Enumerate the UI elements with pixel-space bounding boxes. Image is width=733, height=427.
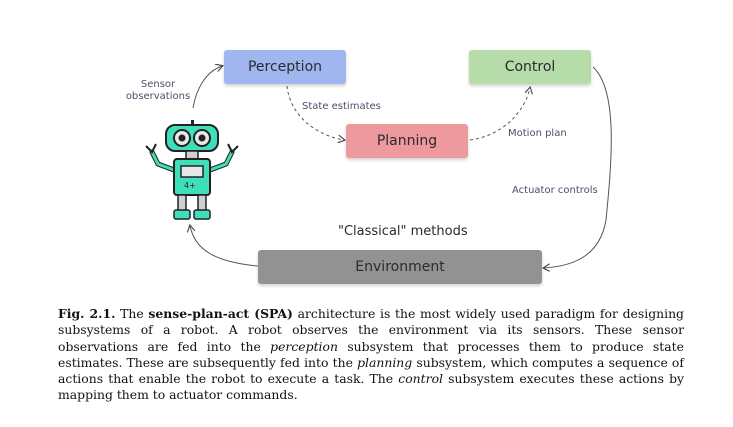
figure-caption: Fig. 2.1. The sense-plan-act (SPA) archi…	[58, 306, 684, 404]
caption-em-perception: perception	[270, 338, 338, 354]
caption-text-5: subsystem executes these actions by mapp…	[58, 371, 685, 403]
perception-node: Perception	[224, 50, 346, 84]
state-estimates-label: State estimates	[302, 101, 381, 112]
control-node: Control	[469, 50, 591, 84]
robot-icon: 4+	[145, 120, 239, 220]
caption-text-2: architecture is the most widely used par…	[58, 306, 684, 354]
sensor-observations-label: Sensor observations	[125, 79, 191, 102]
caption-text-3: subsystem that processes them to produce…	[58, 338, 684, 370]
caption-text-1: The	[120, 306, 144, 321]
planning-node: Planning	[346, 124, 468, 158]
robot-chest-text: 4+	[184, 181, 196, 190]
caption-bold-term: sense-plan-act (SPA)	[148, 306, 293, 321]
figure-label: Fig. 2.1.	[58, 306, 116, 321]
classical-methods-label: "Classical" methods	[338, 224, 468, 239]
arrow-perception-to-planning	[286, 85, 344, 140]
motion-plan-label: Motion plan	[508, 128, 567, 139]
caption-em-control: control	[398, 371, 443, 387]
caption-em-planning: planning	[357, 354, 413, 370]
arrow-environment-to-robot	[190, 226, 259, 267]
caption-text-4: subsystem, which computes a sequence of …	[58, 354, 684, 387]
environment-node: Environment	[258, 250, 542, 284]
arrow-control-to-environment	[544, 66, 612, 268]
arrow-robot-to-perception	[192, 66, 222, 109]
actuator-controls-label: Actuator controls	[512, 185, 598, 196]
